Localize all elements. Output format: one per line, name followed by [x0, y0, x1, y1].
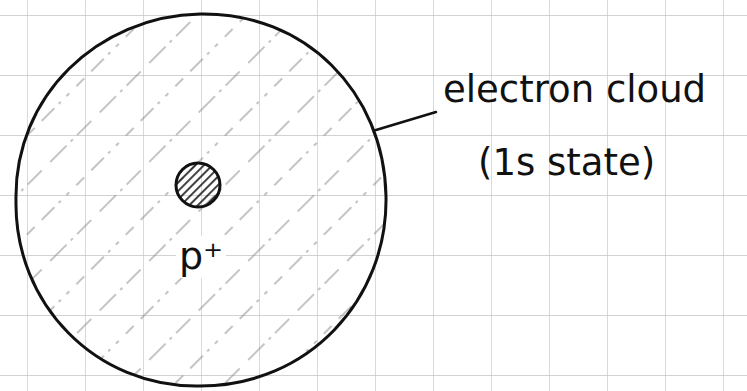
state-label: (1s state): [478, 143, 655, 184]
electron-cloud: [16, 14, 386, 386]
proton-nucleus: [176, 163, 220, 207]
callout-label: electron cloud: [443, 70, 706, 111]
particle-label: p⁺: [176, 236, 226, 278]
leader-line: [376, 112, 436, 130]
